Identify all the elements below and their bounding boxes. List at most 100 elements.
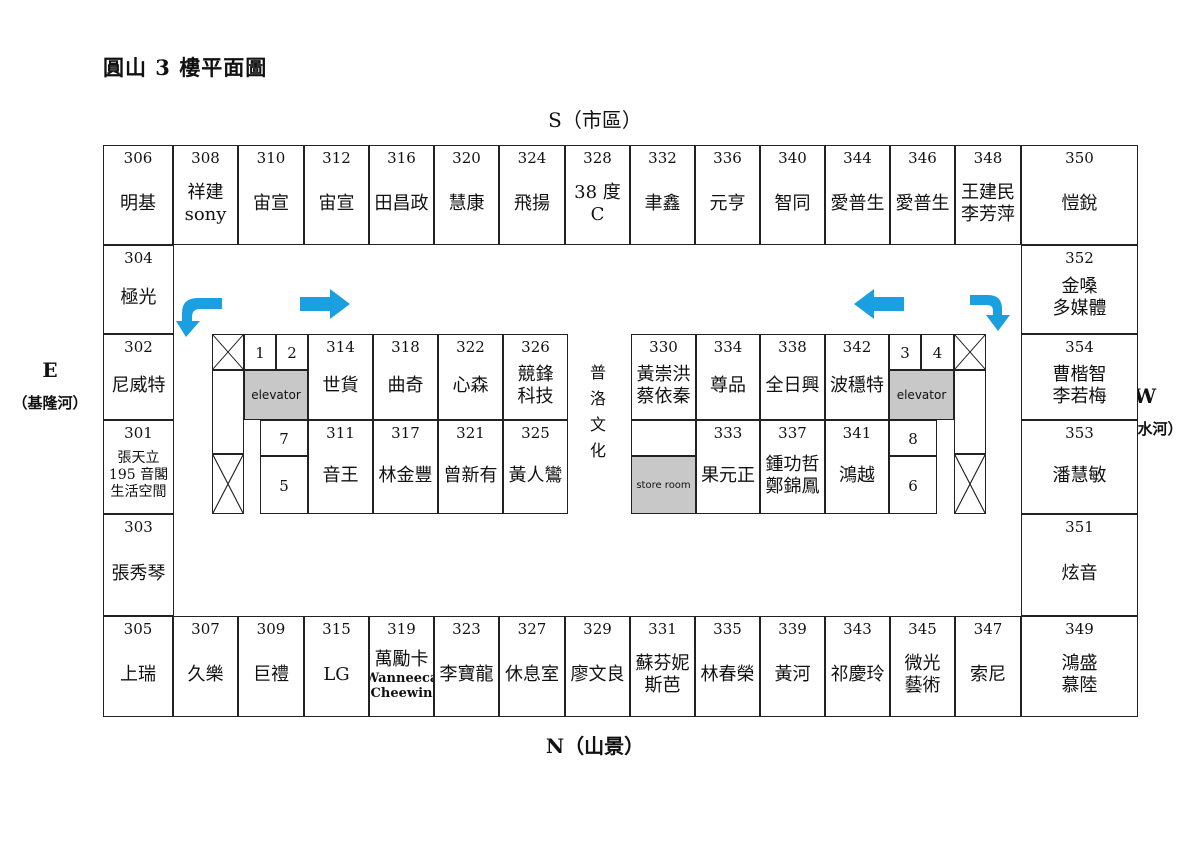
store-room: store room [631, 456, 696, 514]
booth-number: 310 [256, 149, 286, 167]
booth-336: 336 元亨 [695, 145, 760, 245]
booth-number: 334 [713, 338, 743, 356]
booth-number: 311 [326, 424, 355, 442]
booth-name: 愛普生 [830, 192, 885, 214]
center-label: 普 洛 文 化 [589, 363, 606, 460]
booth-number: 317 [391, 424, 420, 442]
stair-left-top [212, 334, 244, 370]
booth-name: 休息室 [505, 664, 559, 685]
booth-number: 307 [191, 620, 220, 638]
booth-name: 鴻盛 慕陸 [1061, 653, 1098, 696]
booth-name: 元亨 [709, 192, 746, 214]
booth-number: 302 [124, 338, 153, 356]
booth-name: 尼威特 [111, 374, 166, 396]
room-2: 2 [276, 334, 308, 370]
booth-number: 354 [1065, 338, 1094, 356]
booth-343: 343 祁慶玲 [825, 616, 890, 717]
room-3: 3 [889, 334, 921, 370]
booth-number: 315 [322, 620, 351, 638]
booth-number: 335 [713, 620, 742, 638]
booth-name: 曾新有 [443, 464, 498, 486]
booth-name: 廖文良 [570, 664, 625, 685]
booth-name: 蘇芬妮 斯芭 [635, 653, 690, 696]
booth-number: 312 [322, 149, 351, 167]
booth-351: 351 炫音 [1021, 514, 1138, 616]
booth-name: 曹楷智 李若梅 [1052, 363, 1107, 407]
booth-name: 鴻越 [839, 464, 875, 486]
booth-name: 全日興 [765, 374, 820, 396]
booth-name: 祁慶玲 [830, 664, 885, 685]
direction-east: E （基隆河） [0, 358, 100, 412]
booth-name: 索尼 [970, 664, 1006, 685]
booth-name: 黃人鸞 [508, 464, 563, 486]
booth-number: 332 [648, 149, 677, 167]
booth-name: 心森 [452, 374, 489, 396]
room-7: 7 [260, 420, 308, 456]
booth-number: 344 [843, 149, 872, 167]
booth-number: 318 [391, 338, 420, 356]
booth-number: 352 [1065, 249, 1094, 267]
booth-name: 上瑞 [120, 664, 156, 685]
booth-number: 333 [713, 424, 743, 442]
booth-name: 祥建 sony [184, 181, 227, 225]
booth-number: 337 [778, 424, 807, 442]
booth-name: 宙宣 [318, 192, 355, 214]
stair-right-top [954, 334, 986, 370]
booth-name: 愛普生 [895, 192, 950, 214]
booth-354: 354 曹楷智 李若梅 [1021, 334, 1138, 420]
booth-number: 343 [843, 620, 872, 638]
booth-name: 萬勵卡WanneecaCheewin [370, 649, 433, 701]
booth-302: 302 尼威特 [103, 334, 174, 420]
booth-name: 智同 [774, 192, 811, 214]
booth-name: 聿鑫 [644, 192, 681, 214]
booth-name: 愷銳 [1061, 192, 1098, 214]
booth-number: 321 [456, 424, 485, 442]
booth-number: 316 [387, 149, 416, 167]
elevator-left: elevator [244, 370, 308, 420]
booth-344: 344 愛普生 [825, 145, 890, 245]
room-6: 6 [889, 456, 937, 514]
booth-name: 炫音 [1061, 562, 1098, 584]
booth-name: 林金豐 [378, 464, 433, 486]
booth-number: 328 [583, 149, 612, 167]
booth-303: 303 張秀琴 [103, 514, 174, 616]
room-8: 8 [889, 420, 937, 456]
booth-319: 319萬勵卡WanneecaCheewin [369, 616, 434, 717]
booth-number: 351 [1065, 518, 1094, 536]
page-title: 圓山 3 樓平面圖 [103, 55, 268, 80]
arrow-curve-left-icon [176, 298, 222, 337]
booth-number: 303 [124, 518, 153, 536]
booth-name: 波穩特 [830, 374, 884, 396]
booth-name: 張秀琴 [111, 562, 166, 584]
corridor-left [212, 370, 244, 454]
booth-number: 309 [256, 620, 286, 638]
booth-number: 314 [326, 338, 355, 356]
booth-number: 336 [713, 149, 742, 167]
booth-321: 321 曾新有 [438, 420, 503, 514]
booth-number: 340 [778, 149, 807, 167]
booth-name: 黃崇洪 蔡依秦 [636, 363, 691, 407]
